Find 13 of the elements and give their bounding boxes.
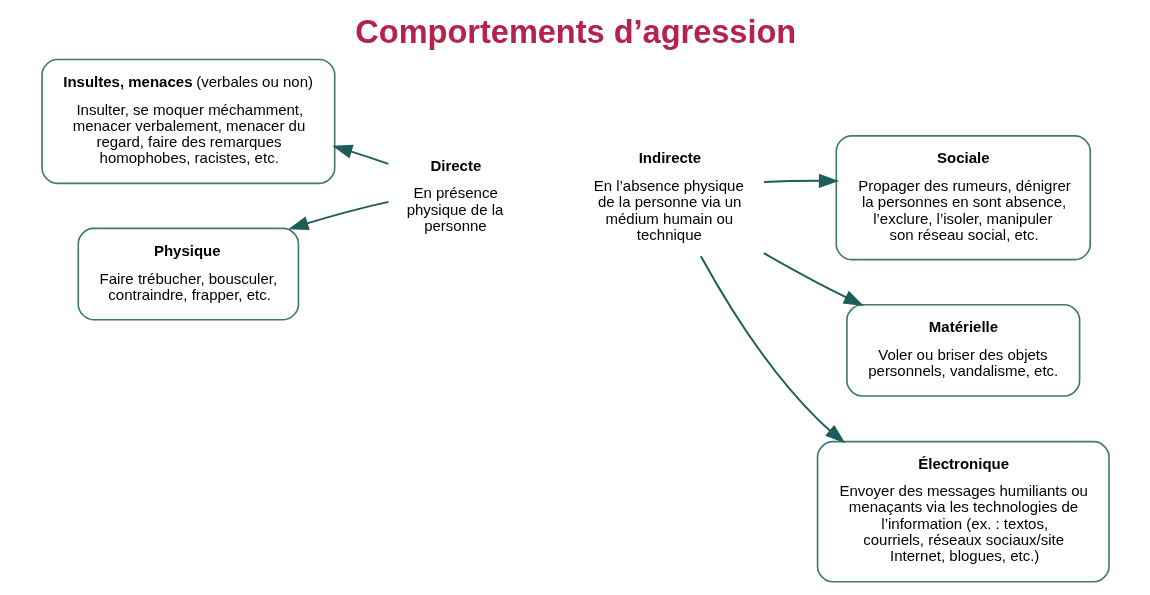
node-box: Matérielle Voler ou briser des objets personnels, vandalisme, etc. — [845, 303, 1080, 397]
arrow — [699, 255, 845, 444]
diagram-title: Comportements d’agression — [354, 14, 796, 51]
arrow — [762, 173, 839, 188]
arrow — [762, 252, 864, 306]
node-text: Directe En présence physique de la personne — [406, 156, 503, 235]
node-box: Sociale Propager des rumeurs, dénigrer la personnes en sont absence, l’exclure, l’isoler, manipuler son réseau social, etc. — [835, 135, 1091, 261]
node-box: Physique Faire trébucher, bousculer, contraindre, frapper, etc. — [76, 227, 299, 321]
arrow — [331, 144, 389, 165]
node-box: Insultes, menaces (verbales ou non) Insulter, se moquer méchamment, menacer verbalement, menacer du regard, faire des remarques homophobes, racistes, etc. — [40, 58, 336, 185]
node-box: Électronique Envoyer des messages humiliants ou menaçants via les technologies de l’information (ex. : textos, courriels, réseaux sociaux/site Internet, blogues, etc.) — [816, 440, 1110, 583]
node-text: Indirecte En l’absence physique de la personne via un médium humain ou technique — [593, 149, 744, 243]
arrow — [287, 200, 389, 230]
